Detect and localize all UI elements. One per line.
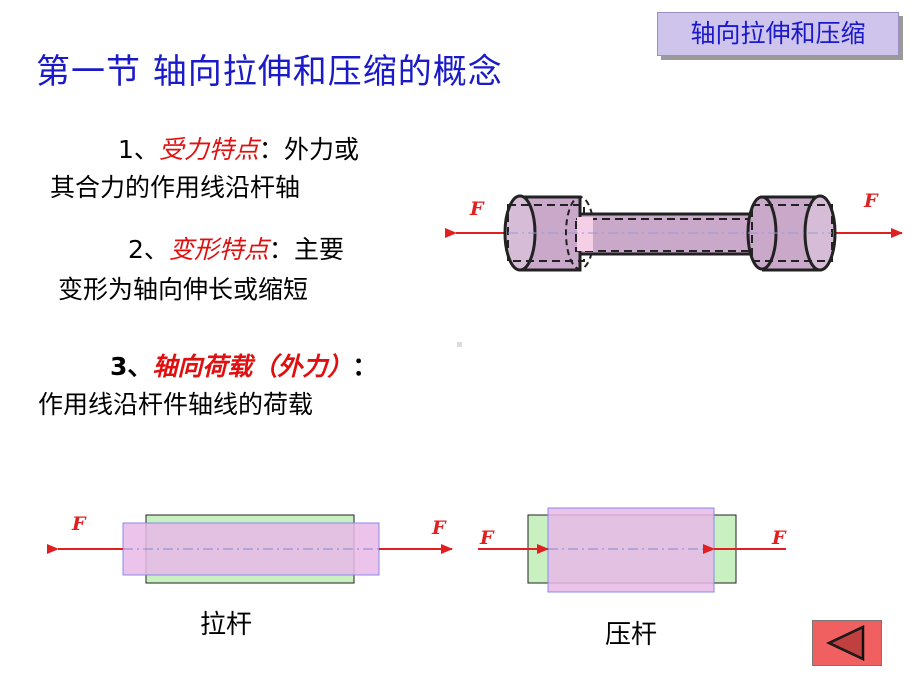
tension-bar-label: 拉杆 [200, 610, 253, 640]
point-1-number: 1、 [118, 135, 159, 164]
previous-slide-button[interactable] [812, 620, 882, 666]
specimen-gauge-left-highlight [577, 217, 593, 251]
point-1-separator: ： [258, 135, 284, 164]
point-1-text: 外力或 [283, 135, 359, 164]
point-2-line-1: 2、变形特点：主要 [128, 230, 344, 266]
point-2-line-2: 变形为轴向伸长或缩短 [58, 275, 309, 304]
point-2-keyword: 变形特点 [168, 235, 269, 264]
specimen-diagram: F F [445, 190, 903, 272]
triangle-left-icon [826, 625, 865, 661]
tension-right-force-label: F [431, 517, 447, 539]
point-1-line-2: 其合力的作用线沿杆轴 [50, 173, 301, 202]
specimen-right-force-label: F [863, 190, 879, 212]
point-2-separator: ： [268, 235, 294, 264]
point-3-line-1: 3、轴向荷载（外力）： [110, 347, 377, 383]
point-3-keyword: 轴向荷载（外力） [152, 352, 353, 381]
point-3-number: 3、 [110, 352, 153, 381]
tension-bar-diagram: F F [47, 513, 453, 584]
compression-bar-diagram: F F [478, 507, 787, 593]
compression-left-force-label: F [479, 527, 495, 549]
compression-bar-shortened [547, 507, 715, 593]
specimen-gauge-section [578, 212, 764, 256]
point-1-line-1: 1、受力特点：外力或 [118, 130, 359, 166]
stray-dot [457, 342, 462, 347]
point-2-text: 主要 [293, 235, 344, 264]
point-2-number: 2、 [128, 235, 169, 264]
point-1-keyword: 受力特点 [158, 135, 259, 164]
compression-bar-label: 压杆 [605, 620, 658, 650]
page-title: 第一节 轴向拉伸和压缩的概念 [36, 52, 503, 92]
topic-badge: 轴向拉伸和压缩 [657, 12, 899, 56]
specimen-left-force-label: F [469, 198, 485, 220]
compression-right-force-label: F [771, 527, 787, 549]
tension-left-force-label: F [71, 513, 87, 535]
specimen-right-grip-face [803, 194, 837, 272]
point-3-line-2: 作用线沿杆件轴线的荷载 [38, 390, 314, 419]
point-3-separator: ： [352, 352, 378, 381]
